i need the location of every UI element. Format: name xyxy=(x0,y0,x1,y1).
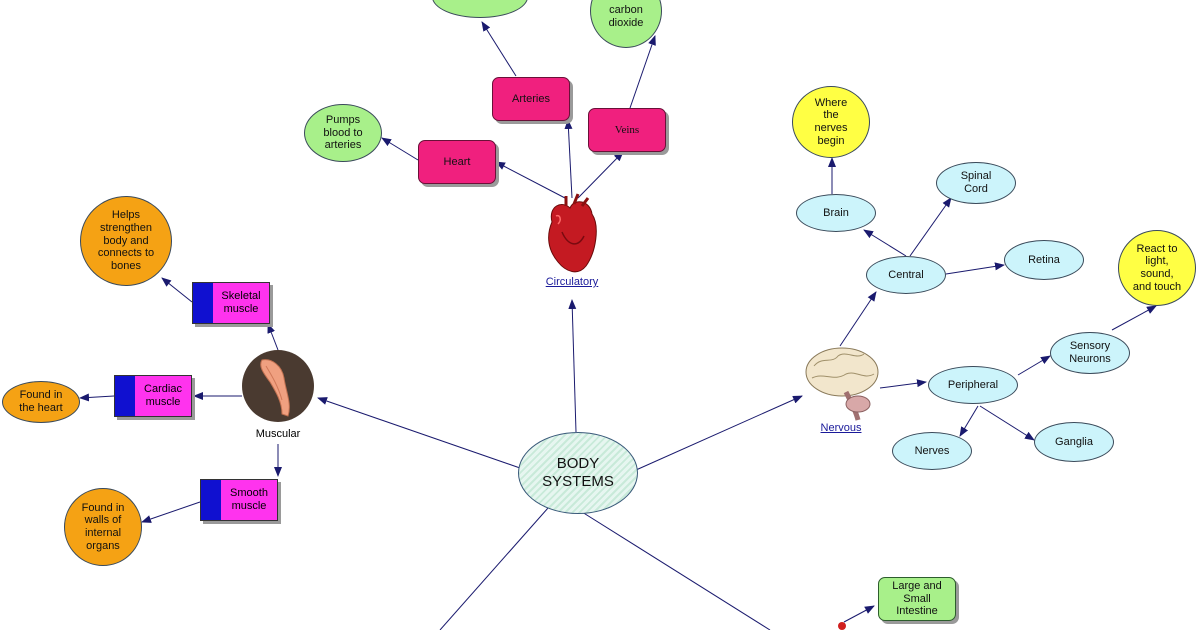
nerves-node[interactable]: Nerves xyxy=(892,432,972,470)
found-in-heart-node[interactable]: Found in the heart xyxy=(2,381,80,423)
muscular-label[interactable]: Muscular xyxy=(255,428,301,440)
connector-cardiac-found xyxy=(79,393,115,402)
connector-center-nervous xyxy=(635,395,803,471)
connector-nerv-central xyxy=(839,291,877,347)
connector-center-lower-left xyxy=(439,507,549,630)
connector-central-brain xyxy=(863,229,907,257)
pumps-blood-node[interactable]: Pumps blood to arteries xyxy=(304,104,382,162)
heart-node[interactable]: Heart xyxy=(418,140,496,184)
sensory-neurons-node[interactable]: Sensory Neurons xyxy=(1050,332,1130,374)
connector-nerv-peripheral xyxy=(879,379,927,389)
skeletal-tab xyxy=(193,283,213,323)
skeletal-label: Skeletal muscle xyxy=(213,283,269,323)
connector-circ-arteries xyxy=(564,119,573,199)
connector-center-circulatory xyxy=(568,299,577,433)
connector-intestine xyxy=(843,605,875,623)
connector-musc-skeletal xyxy=(267,323,279,351)
arteries-node[interactable]: Arteries xyxy=(492,77,570,121)
connector-sensory-react xyxy=(1111,305,1157,331)
heart-icon xyxy=(548,193,597,273)
cardiac-tab xyxy=(115,376,135,416)
connector-veins-carbon xyxy=(629,35,656,109)
ganglia-node[interactable]: Ganglia xyxy=(1034,422,1114,462)
connector-skeletal-helps xyxy=(161,277,193,303)
retina-node[interactable]: Retina xyxy=(1004,240,1084,280)
connector-smooth-walls xyxy=(141,501,201,523)
connector-central-retina xyxy=(945,262,1005,275)
connector-peripheral-ganglia xyxy=(979,405,1035,441)
center-node-body-systems[interactable]: BODY SYSTEMS xyxy=(518,432,638,514)
smooth-label: Smooth muscle xyxy=(221,480,277,520)
smooth-muscle-node[interactable]: Smooth muscle xyxy=(200,479,278,521)
connector-peripheral-nerves xyxy=(959,405,979,437)
cardiac-muscle-node[interactable]: Cardiac muscle xyxy=(114,375,192,417)
connector-center-muscular xyxy=(317,397,521,469)
connector-circ-heart xyxy=(495,161,566,199)
where-nerves-begin-node[interactable]: Where the nerves begin xyxy=(792,86,870,158)
circulatory-label[interactable]: Circulatory xyxy=(545,276,599,288)
large-small-intestine-node[interactable]: Large and Small Intestine xyxy=(878,577,956,621)
connector-heart-pumps xyxy=(381,137,419,161)
muscle-arm-icon xyxy=(242,350,314,422)
cardiac-label: Cardiac muscle xyxy=(135,376,191,416)
connector-center-lower-right xyxy=(581,511,771,630)
digestive-icon xyxy=(838,622,846,630)
found-in-walls-node[interactable]: Found in walls of internal organs xyxy=(64,488,142,566)
smooth-tab xyxy=(201,480,221,520)
helps-strengthen-node[interactable]: Helps strengthen body and connects to bo… xyxy=(80,196,172,286)
spinal-cord-node[interactable]: Spinal Cord xyxy=(936,162,1016,204)
skeletal-muscle-node[interactable]: Skeletal muscle xyxy=(192,282,270,324)
brain-node[interactable]: Brain xyxy=(796,194,876,232)
peripheral-node[interactable]: Peripheral xyxy=(928,366,1018,404)
react-to-light-node[interactable]: React to light, sound, and touch xyxy=(1118,230,1196,306)
veins-node[interactable]: Veins xyxy=(588,108,666,152)
brain-icon xyxy=(805,347,879,421)
connector-central-spinal xyxy=(909,197,952,257)
connector-arteries-muscles xyxy=(481,21,517,77)
nervous-label[interactable]: Nervous xyxy=(820,422,862,434)
central-node[interactable]: Central xyxy=(866,256,946,294)
connector-circ-veins xyxy=(577,151,624,199)
connector-peripheral-sensory xyxy=(1017,355,1051,376)
